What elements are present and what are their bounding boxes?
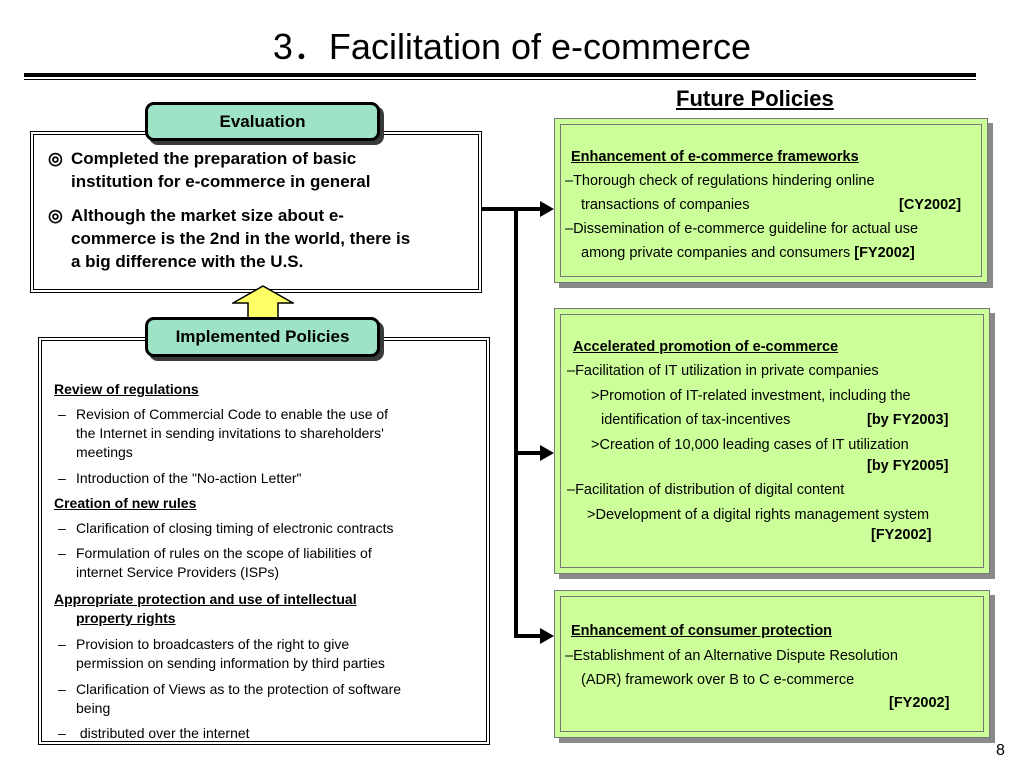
policy-line: –Dissemination of e-commerce guideline f… bbox=[565, 221, 919, 237]
evaluation-item: ◎ Completed the preparation of basic ins… bbox=[48, 147, 478, 193]
policy-item: – Clarification of closing timing of ele… bbox=[58, 520, 394, 536]
box-inner-frame bbox=[560, 596, 984, 732]
evaluation-line: commerce is the 2nd in the world, there … bbox=[71, 229, 411, 248]
policy-line: –Establishment of an Alternative Dispute… bbox=[565, 648, 898, 664]
policy-target-tag: [FY2002] bbox=[871, 527, 932, 543]
future-policies-label: Future Policies bbox=[676, 86, 834, 111]
policy-target-tag: [FY2002] bbox=[889, 695, 950, 711]
policy-line: >Promotion of IT-related investment, inc… bbox=[591, 388, 911, 404]
policy-line: among private companies and consumers [F… bbox=[581, 245, 915, 261]
policy-item: – Clarification of Views as to the prote… bbox=[58, 681, 402, 716]
arrowhead-icon bbox=[540, 445, 554, 461]
policy-heading: Review of regulations bbox=[54, 381, 199, 397]
policy-line: >Development of a digital rights managem… bbox=[587, 507, 930, 523]
policy-line: identification of tax-incentives bbox=[601, 412, 791, 428]
implemented-policies-tab: Implemented Policies bbox=[145, 317, 380, 357]
policy-target-tag: [CY2002] bbox=[899, 197, 962, 213]
policy-heading: Appropriate protection and use of intell… bbox=[54, 591, 357, 626]
connector-line bbox=[482, 207, 516, 211]
double-circle-bullet: ◎ bbox=[48, 206, 63, 225]
policy-line: (ADR) framework over B to C e-commerce bbox=[581, 672, 855, 688]
arrowhead-icon bbox=[540, 628, 554, 644]
page-title: 3．Facilitation of e-commerce bbox=[272, 26, 752, 67]
connector-line bbox=[514, 634, 544, 638]
evaluation-line: institution for e-commerce in general bbox=[71, 172, 371, 191]
policy-item: – Provision to broadcasters of the right… bbox=[58, 636, 385, 671]
policy-item: – Introduction of the "No-action Letter" bbox=[58, 470, 302, 486]
arrowhead-icon bbox=[540, 201, 554, 217]
double-circle-bullet: ◎ bbox=[48, 149, 63, 168]
connector-line bbox=[514, 451, 544, 455]
policy-line: –Facilitation of IT utilization in priva… bbox=[567, 363, 879, 379]
policy-item: – Formulation of rules on the scope of l… bbox=[58, 545, 372, 580]
evaluation-line: Completed the preparation of basic bbox=[71, 149, 357, 168]
policy-line: –Thorough check of regulations hindering… bbox=[565, 173, 875, 189]
policy-target-tag: [by FY2003] bbox=[867, 412, 949, 428]
policy-heading: Enhancement of e-commerce frameworks bbox=[571, 149, 859, 165]
title-divider-thin bbox=[24, 79, 976, 80]
page-number: 8 bbox=[996, 742, 1005, 759]
future-policy-box-consumer: Enhancement of consumer protection –Esta… bbox=[554, 590, 990, 738]
title-divider bbox=[24, 73, 976, 77]
future-policy-box-frameworks: Enhancement of e-commerce frameworks –Th… bbox=[554, 118, 988, 283]
box-inner-frame bbox=[560, 124, 982, 277]
box-inner-frame bbox=[560, 314, 984, 568]
policy-target-tag: [by FY2005] bbox=[867, 458, 949, 474]
policy-line: >Creation of 10,000 leading cases of IT … bbox=[591, 437, 909, 453]
policy-heading: Enhancement of consumer protection bbox=[571, 623, 833, 639]
connector-trunk bbox=[514, 207, 518, 638]
evaluation-line: a big difference with the U.S. bbox=[71, 252, 304, 271]
evaluation-item: ◎ Although the market size about e- comm… bbox=[48, 204, 478, 273]
future-policy-box-promotion: Accelerated promotion of e-commerce –Fac… bbox=[554, 308, 990, 574]
connector-line bbox=[514, 207, 544, 211]
policy-item: – Revision of Commercial Code to enable … bbox=[58, 406, 389, 460]
policy-line: –Facilitation of distribution of digital… bbox=[567, 482, 845, 498]
policy-heading: Accelerated promotion of e-commerce bbox=[573, 339, 839, 355]
evaluation-line: Although the market size about e- bbox=[71, 206, 344, 225]
policy-item: – distributed over the internet bbox=[58, 725, 250, 741]
policy-line: transactions of companies bbox=[581, 197, 750, 213]
evaluation-box: ◎ Completed the preparation of basic ins… bbox=[30, 131, 482, 293]
implemented-policies-box: Review of regulations – Revision of Comm… bbox=[38, 337, 490, 745]
policy-target-tag: [FY2002] bbox=[854, 245, 915, 261]
policy-heading: Creation of new rules bbox=[54, 495, 197, 511]
evaluation-tab: Evaluation bbox=[145, 102, 380, 141]
